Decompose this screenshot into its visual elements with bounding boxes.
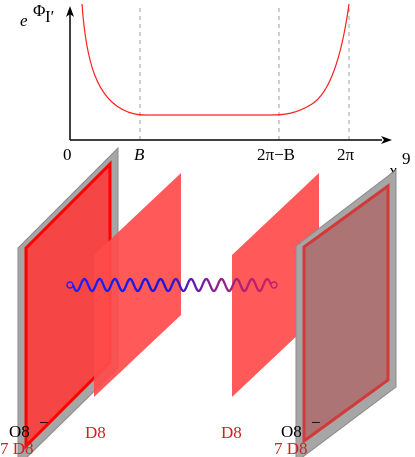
d8-label-left: D8 — [85, 423, 106, 442]
x-axis-label-sup: 9 — [402, 149, 411, 168]
y-axis-label-sub: I′ — [45, 7, 54, 26]
right-7d8-label: 7 D8 — [274, 439, 308, 457]
x-axis-label: x — [388, 161, 397, 180]
d8-label-right: D8 — [221, 423, 242, 442]
string-endpoint-left — [66, 281, 74, 289]
tick-B: B — [134, 145, 145, 164]
left-o8-plane — [17, 146, 119, 457]
y-axis-label-sup: Φ — [33, 1, 45, 20]
tick-2pi: 2π — [337, 145, 355, 164]
d8-plane-right — [232, 173, 319, 397]
string-wave — [71, 277, 273, 293]
right-o8-plane — [295, 168, 397, 457]
x-axis-arrow — [381, 136, 392, 144]
right-o8-label: O8 — [281, 422, 302, 441]
left-o8-label: O8 — [9, 422, 30, 441]
y-axis-arrow — [66, 6, 74, 17]
y-axis-label: e — [20, 11, 28, 30]
right-o8-label-sup: − — [311, 413, 321, 432]
potential-curve — [81, 3, 350, 116]
d8-plane-left — [94, 173, 181, 397]
potential-plot: e Φ I′ x 9 0 B 2π−B 2π — [20, 1, 411, 180]
left-7d8-label: 7 D8 — [0, 439, 34, 457]
left-o8-label-sup: − — [39, 413, 49, 432]
string-endpoint-right — [270, 281, 278, 289]
bottom-labels: O8 − 7 D8 D8 D8 O8 − 7 D8 — [0, 413, 321, 457]
open-string — [66, 277, 278, 293]
right-d8-stack — [302, 183, 390, 444]
tick-0: 0 — [63, 145, 72, 164]
tick-2pi-minus-B: 2π−B — [257, 145, 295, 164]
